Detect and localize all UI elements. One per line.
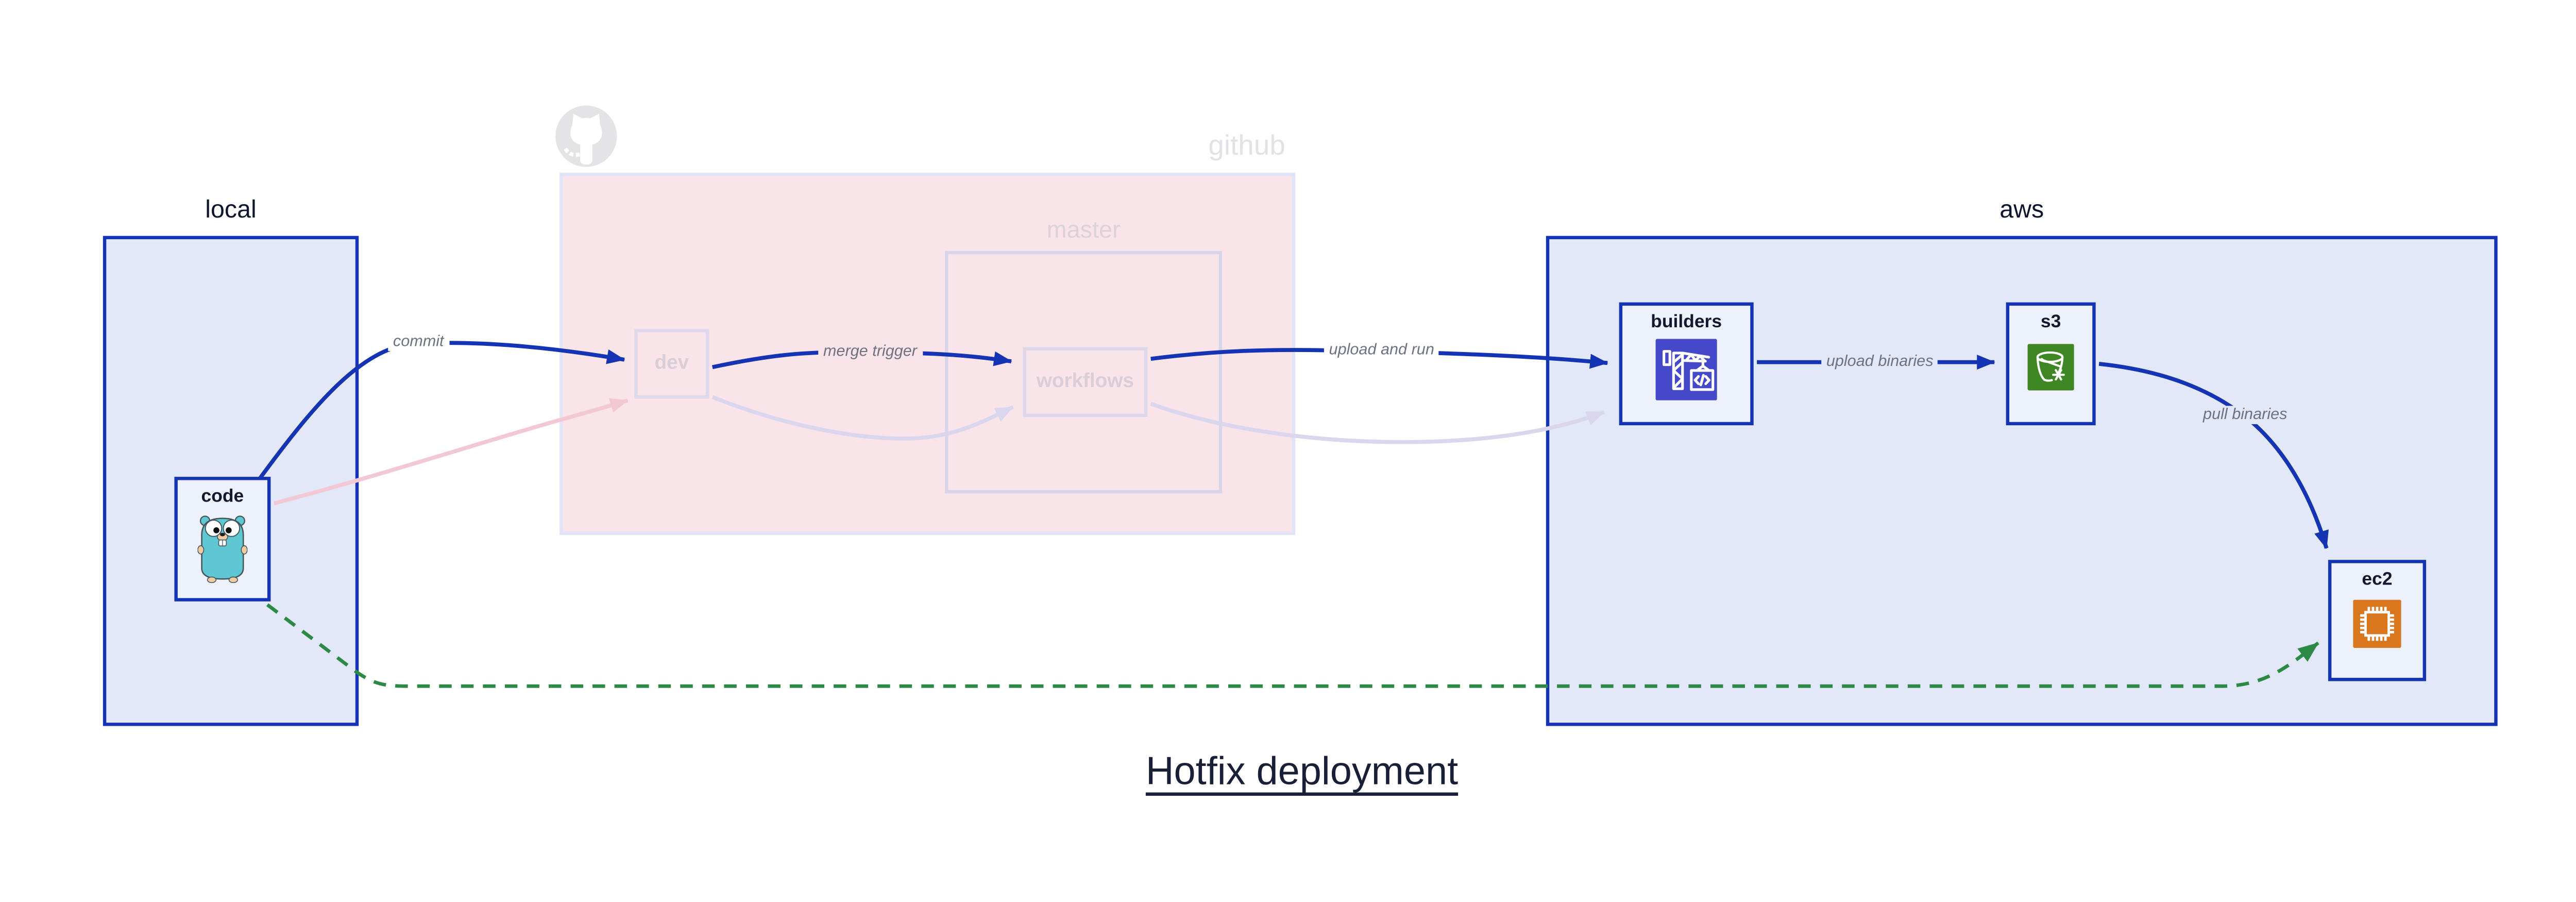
github-container-label: github bbox=[1208, 129, 1285, 161]
gopher-icon bbox=[197, 513, 248, 583]
node-dev: dev bbox=[634, 329, 709, 399]
master-branch-label: master bbox=[1046, 218, 1121, 244]
master-branch-box bbox=[945, 250, 1223, 494]
edge-label-commit: commit bbox=[388, 332, 449, 352]
ec2-chip-icon bbox=[2353, 599, 2401, 647]
node-dev-label: dev bbox=[654, 350, 689, 374]
codebuild-crane-icon bbox=[1655, 338, 1717, 400]
node-builders-label: builders bbox=[1651, 312, 1722, 332]
edge-label-merge-trigger: merge trigger bbox=[818, 342, 922, 362]
local-container-label: local bbox=[205, 196, 257, 225]
s3-bucket-icon bbox=[2027, 343, 2074, 390]
edge-label-pull-binaries: pull binaries bbox=[2198, 406, 2293, 425]
node-workflows-label: workflows bbox=[1036, 369, 1134, 392]
diagram-title: Hotfix deployment bbox=[1145, 749, 1459, 793]
node-code: code bbox=[174, 477, 271, 602]
node-s3: s3 bbox=[2006, 302, 2096, 426]
github-octocat-icon bbox=[555, 105, 618, 168]
node-code-label: code bbox=[201, 487, 244, 507]
aws-container-label: aws bbox=[1999, 196, 2044, 225]
edge-label-upload-binaries: upload binaries bbox=[1821, 353, 1939, 372]
node-workflows: workflows bbox=[1023, 347, 1148, 417]
node-s3-label: s3 bbox=[2040, 312, 2061, 332]
node-ec2: ec2 bbox=[2328, 560, 2427, 681]
edge-label-upload-and-run: upload and run bbox=[1324, 341, 1439, 360]
node-ec2-label: ec2 bbox=[2362, 570, 2393, 590]
node-builders: builders bbox=[1619, 302, 1754, 426]
